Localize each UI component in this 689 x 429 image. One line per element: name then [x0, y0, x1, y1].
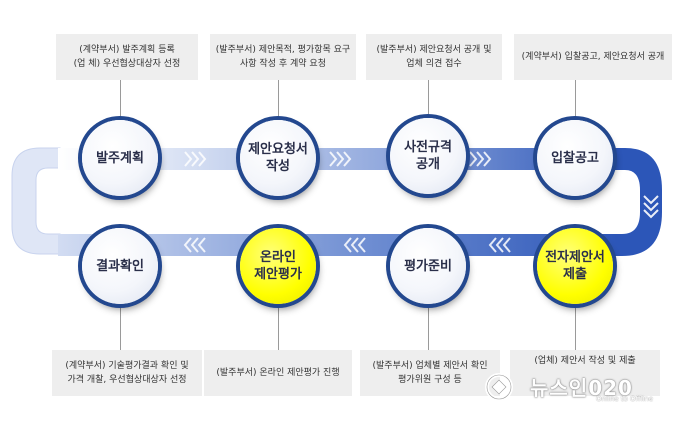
step-proposal-submit-label-2: 제출: [563, 267, 587, 282]
bottom-note-2-line-1: (발주부서) 온라인 제안평가 진행: [216, 368, 340, 378]
step-pre-spec-label-2: 공개: [416, 157, 440, 172]
connector-bottom-1: [120, 305, 121, 350]
chevrons-bottom: [183, 237, 511, 253]
step-online-evaluation-label-2: 제안평가: [254, 267, 302, 282]
bottom-note-1: (계약부서) 기술평가결과 확인 및 가격 개찰, 우선협상대상자 선정: [52, 350, 202, 396]
step-online-evaluation-label-1: 온라인: [260, 250, 296, 265]
connector-top-2: [278, 80, 279, 120]
top-note-1-line-1: (계약부서) 발주계획 등록: [79, 45, 175, 55]
top-note-3: (발주부서) 제안요청서 공개 및 업체 의견 접수: [366, 34, 502, 80]
top-note-1: (계약부서) 발주계획 등록 (업 체) 우선협상대상자 선정: [56, 34, 198, 80]
step-online-evaluation: 온라인 제안평가: [240, 228, 316, 304]
loop-left-curve: [11, 147, 61, 255]
connector-bottom-4: [575, 305, 576, 350]
connector-top-4: [575, 80, 576, 120]
step-order-plan-label: 발주계획: [96, 150, 144, 166]
top-note-4: (계약부서) 입찰공고, 제안요청서 공개: [514, 34, 672, 80]
top-note-4-line-1: (계약부서) 입찰공고, 제안요청서 공개: [521, 52, 665, 62]
chevrons-right: [643, 195, 659, 219]
connector-top-3: [428, 80, 429, 120]
step-rfp-writing-label-2: 작성: [266, 159, 290, 174]
top-note-3-line-1: (발주부서) 제안요청서 공개 및: [376, 45, 492, 55]
connector-bottom-3: [428, 305, 429, 350]
step-result-check-label: 결과확인: [96, 258, 144, 274]
step-eval-prep-label: 평가준비: [404, 258, 452, 274]
step-eval-prep: 평가준비: [390, 228, 466, 304]
step-order-plan: 발주계획: [82, 120, 158, 196]
step-pre-spec: 사전규격 공개: [390, 118, 466, 194]
bottom-note-3-line-1: (발주부서) 업체별 제안서 확인: [372, 361, 488, 371]
top-note-2-line-1: (발주부서) 제안목적, 평가항목 요구: [215, 45, 351, 55]
bottom-note-4-line-1: (업체) 제안서 작성 및 제출: [534, 356, 636, 366]
top-note-3-line-2: 업체 의견 접수: [406, 59, 462, 69]
step-result-check: 결과확인: [82, 228, 158, 304]
top-note-1-line-2: (업 체) 우선협상대상자 선정: [73, 59, 181, 69]
watermark-logo-icon: [485, 373, 513, 401]
chevrons-top: [184, 151, 492, 167]
bottom-note-4: (업체) 제안서 작성 및 제출: [510, 350, 660, 396]
top-note-2: (발주부서) 제안목적, 평가항목 요구 사항 작성 후 계약 요청: [210, 34, 356, 80]
bottom-note-1-line-2: 가격 개찰, 우선협상대상자 선정: [67, 375, 187, 385]
step-proposal-submit: 전자제안서 제출: [537, 228, 613, 304]
step-bid-notice-label: 입찰공고: [551, 150, 599, 166]
bottom-note-3: (발주부서) 업체별 제안서 확인 평가위원 구성 등: [360, 350, 500, 396]
bottom-note-2: (발주부서) 온라인 제안평가 진행: [204, 350, 352, 396]
step-rfp-writing: 제안요청서 작성: [240, 120, 316, 196]
top-note-2-line-2: 사항 작성 후 계약 요청: [240, 59, 326, 69]
step-rfp-writing-label-1: 제안요청서: [248, 142, 308, 157]
loop-right-curve: [610, 148, 662, 256]
step-bid-notice: 입찰공고: [537, 120, 613, 196]
step-proposal-submit-label-1: 전자제안서: [545, 250, 605, 265]
watermark-name: 뉴스인020: [530, 376, 633, 400]
bottom-note-3-line-2: 평가위원 구성 등: [398, 375, 462, 385]
step-pre-spec-label-1: 사전규격: [404, 140, 452, 155]
connector-bottom-2: [278, 305, 279, 350]
bottom-note-1-line-1: (계약부서) 기술평가결과 확인 및: [65, 361, 189, 371]
watermark-tagline: Online to Offline: [596, 395, 654, 403]
connector-top-1: [120, 80, 121, 120]
